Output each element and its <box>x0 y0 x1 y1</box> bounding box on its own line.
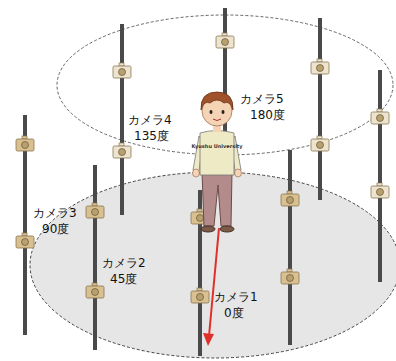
camera-icon <box>311 59 329 74</box>
camera-icon <box>281 269 299 284</box>
pole <box>378 70 382 282</box>
camera-icon <box>113 63 131 78</box>
camera-icon <box>16 233 34 248</box>
camera-label: 180度 <box>250 108 285 122</box>
camera-icon <box>113 143 131 158</box>
camera-label: カメラ2 <box>102 256 146 270</box>
camera-icon <box>311 136 329 151</box>
camera-label: カメラ1 <box>214 290 258 304</box>
person-figure <box>193 92 242 232</box>
camera-icon <box>191 288 209 303</box>
direction-arrow <box>203 228 219 346</box>
camera-label: カメラ5 <box>240 92 284 106</box>
camera-icon <box>216 33 234 48</box>
camera-label: 0度 <box>224 306 244 320</box>
camera-label: 90度 <box>42 222 69 236</box>
camera-icon <box>281 191 299 206</box>
camera-icon <box>86 283 104 298</box>
camera-label: 135度 <box>134 129 169 143</box>
camera-label: カメラ4 <box>128 113 172 127</box>
pole <box>120 24 124 215</box>
pole <box>288 150 292 345</box>
camera-label: 45度 <box>110 272 137 286</box>
camera-label: カメラ3 <box>33 206 77 220</box>
camera-icon <box>371 109 389 124</box>
camera-icon <box>86 203 104 218</box>
camera-icon <box>371 183 389 198</box>
camera-poles <box>16 8 389 356</box>
shirt-logo: Kyushu University <box>192 143 243 149</box>
pole <box>93 165 97 350</box>
camera-icon <box>16 136 34 151</box>
floor-ellipse <box>30 172 396 358</box>
pole <box>318 18 322 200</box>
